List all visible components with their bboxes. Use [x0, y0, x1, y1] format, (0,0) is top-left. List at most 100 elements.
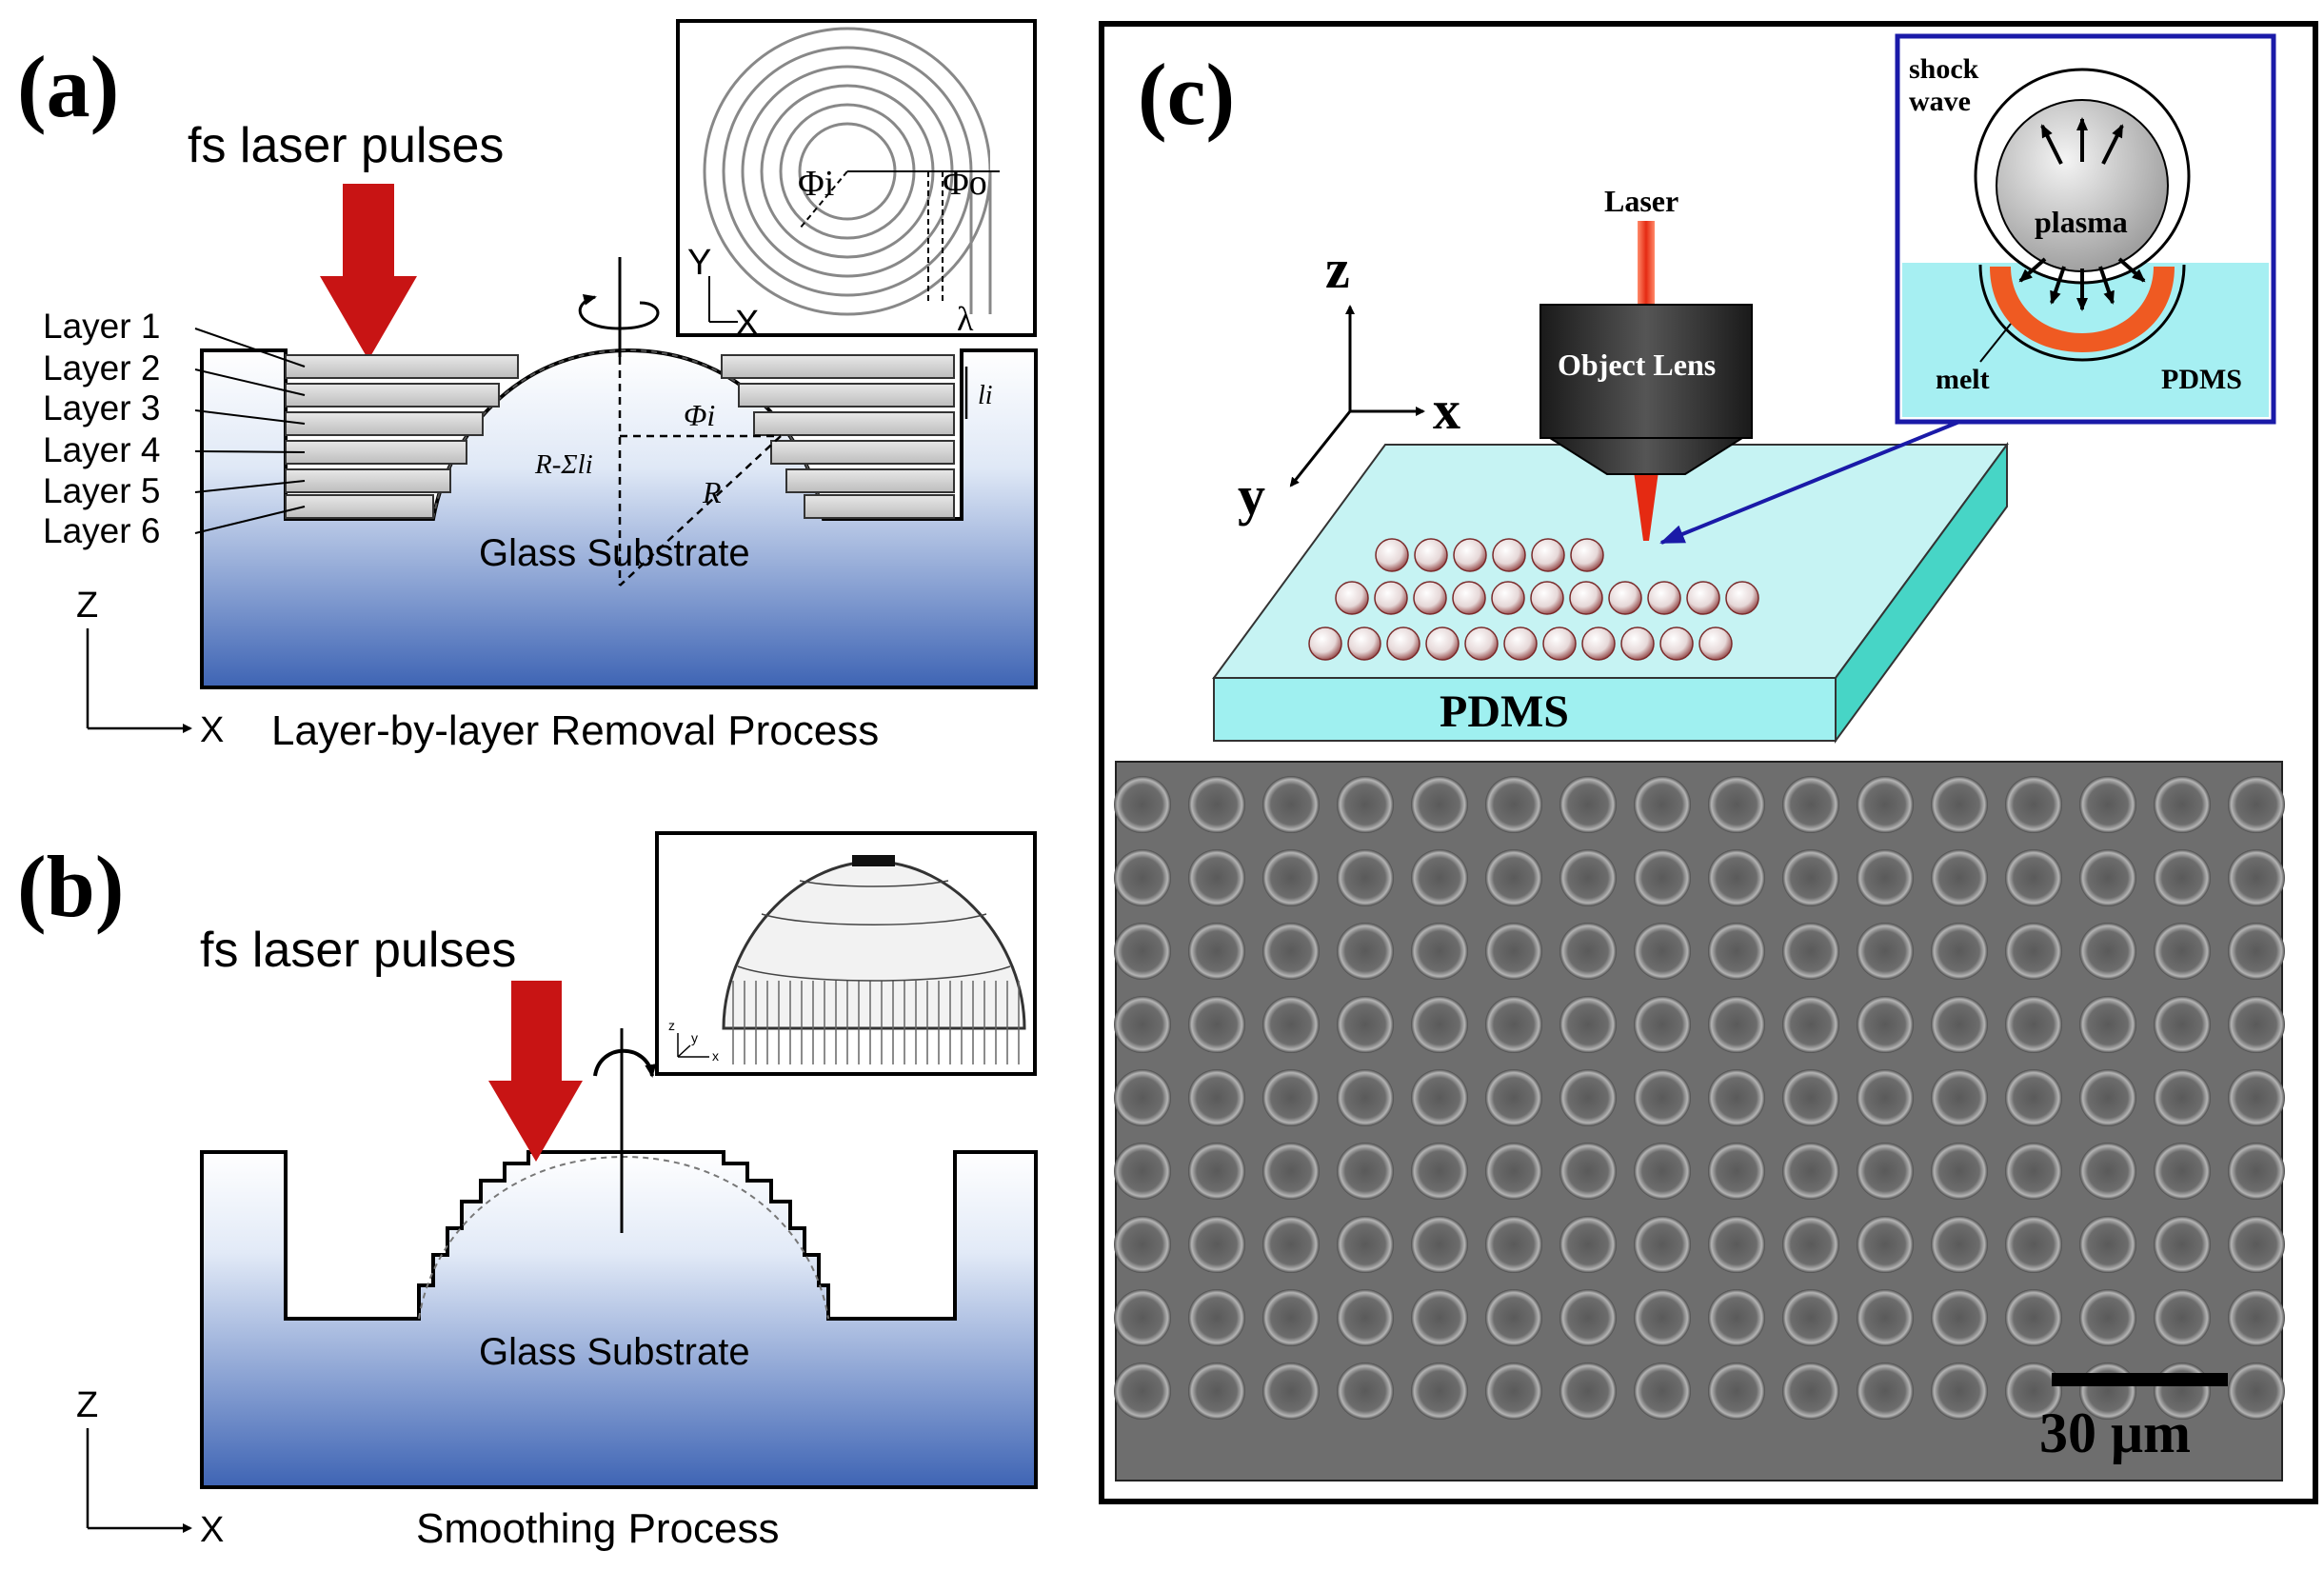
sem-pit — [1931, 923, 1988, 980]
sem-pit — [1114, 1362, 1171, 1420]
pdms-label: PDMS — [1440, 686, 1569, 737]
microsphere — [1608, 581, 1642, 615]
sem-pit — [1708, 1289, 1765, 1346]
sem-pit — [2228, 1289, 2285, 1346]
microsphere — [1374, 581, 1408, 615]
sem-pit — [1782, 849, 1839, 906]
glass-substrate-label-b: Glass Substrate — [479, 1331, 750, 1373]
sem-pit — [2154, 1289, 2211, 1346]
sem-pit — [1337, 923, 1394, 980]
sem-pit — [1485, 1143, 1542, 1200]
sem-pit — [2079, 1069, 2136, 1126]
sem-pit — [1188, 1216, 1245, 1273]
panel-c-label: (c) — [1138, 46, 1235, 143]
sem-pit — [1708, 1216, 1765, 1273]
sem-pit — [2005, 1289, 2062, 1346]
sem-pit — [1188, 996, 1245, 1053]
inset-shock-label: shock — [1909, 53, 1979, 85]
sem-pit — [2154, 996, 2211, 1053]
sem-pit — [2154, 1216, 2211, 1273]
microsphere — [1452, 581, 1486, 615]
inset-phi-o: Φo — [943, 163, 987, 203]
sem-pit — [1262, 923, 1320, 980]
sem-pit — [1708, 996, 1765, 1053]
li-label: li — [978, 381, 993, 410]
sem-pit — [2005, 996, 2062, 1053]
sem-pit — [1114, 1143, 1171, 1200]
sem-pit — [1262, 1143, 1320, 1200]
dome-outline-b — [418, 1155, 829, 1320]
inset-melt-label: melt — [1936, 364, 1990, 395]
sem-pit — [1188, 1069, 1245, 1126]
sem-pit — [1485, 776, 1542, 833]
sem-pit — [1337, 996, 1394, 1053]
inset-wave-label: wave — [1909, 86, 1971, 117]
sem-pit — [1708, 923, 1765, 980]
laser-arrow-b — [488, 981, 583, 1162]
sem-pit — [1634, 776, 1691, 833]
sem-pit — [1337, 1216, 1394, 1273]
sem-pit — [1708, 849, 1765, 906]
glass-substrate-b — [200, 1150, 1038, 1489]
microsphere — [1725, 581, 1759, 615]
microsphere — [1659, 626, 1694, 661]
sem-pit — [1337, 1362, 1394, 1420]
sem-pit — [1931, 996, 1988, 1053]
inset-b-axis-x: x — [712, 1048, 719, 1064]
sem-pit — [1262, 1069, 1320, 1126]
sem-pit — [1559, 1289, 1617, 1346]
sem-pit — [2228, 996, 2285, 1053]
layer-label-2: Layer 2 — [43, 348, 160, 388]
phi-i-label: Φi — [684, 398, 715, 432]
sem-pit — [1188, 923, 1245, 980]
sem-pit — [1559, 776, 1617, 833]
inset-lambda: λ — [957, 300, 974, 338]
sem-pit — [1857, 849, 1914, 906]
scale-bar-label: 30 μm — [2039, 1402, 2191, 1464]
sem-pit — [1634, 1143, 1691, 1200]
panel-a-label: (a) — [17, 38, 119, 135]
microsphere — [1570, 538, 1604, 572]
sem-pit — [2154, 1069, 2211, 1126]
layer-label-4: Layer 4 — [43, 430, 160, 469]
sem-pit — [2154, 923, 2211, 980]
sem-pit — [1262, 996, 1320, 1053]
hemisphere-inset: z y x — [655, 831, 1037, 1076]
sem-pit — [1782, 1143, 1839, 1200]
sem-pit — [1857, 1362, 1914, 1420]
sem-pit — [1411, 1289, 1468, 1346]
microsphere — [1413, 581, 1447, 615]
inset-pointer — [1659, 420, 1960, 545]
sem-pit — [2228, 776, 2285, 833]
glass-substrate-label-a: Glass Substrate — [479, 532, 750, 574]
sem-pit — [1114, 1069, 1171, 1126]
plasma-inset: shock wave plasma melt PDMS — [1895, 33, 2276, 425]
sem-pit — [2228, 1216, 2285, 1273]
sem-pit — [1559, 996, 1617, 1053]
sem-pit — [1337, 849, 1394, 906]
sem-pit — [1782, 923, 1839, 980]
sem-pit — [1931, 1362, 1988, 1420]
axes-a — [86, 628, 192, 733]
spiral-inset: Φi Φo λ Y X — [676, 19, 1037, 344]
sem-pit — [2079, 1289, 2136, 1346]
microsphere — [1581, 626, 1616, 661]
sem-pit — [1337, 776, 1394, 833]
sem-pit — [1931, 776, 1988, 833]
sem-pit — [1411, 776, 1468, 833]
sem-pit — [1411, 1069, 1468, 1126]
laser-label: Laser — [1604, 184, 1678, 218]
sem-pit — [1411, 1143, 1468, 1200]
panel-b-caption: Smoothing Process — [416, 1505, 780, 1552]
sem-pit — [1485, 923, 1542, 980]
sem-pit — [2005, 849, 2062, 906]
layer-label-6: Layer 6 — [43, 511, 160, 550]
sem-image: 30 μm — [1114, 761, 2285, 1482]
R-minus-label: R-Σli — [534, 449, 593, 480]
sem-pit — [2228, 849, 2285, 906]
microsphere — [1530, 581, 1564, 615]
lens-label: Object Lens — [1558, 348, 1716, 382]
sem-pit — [1634, 923, 1691, 980]
sem-pit — [2228, 1143, 2285, 1200]
sem-pit — [2228, 1362, 2285, 1420]
